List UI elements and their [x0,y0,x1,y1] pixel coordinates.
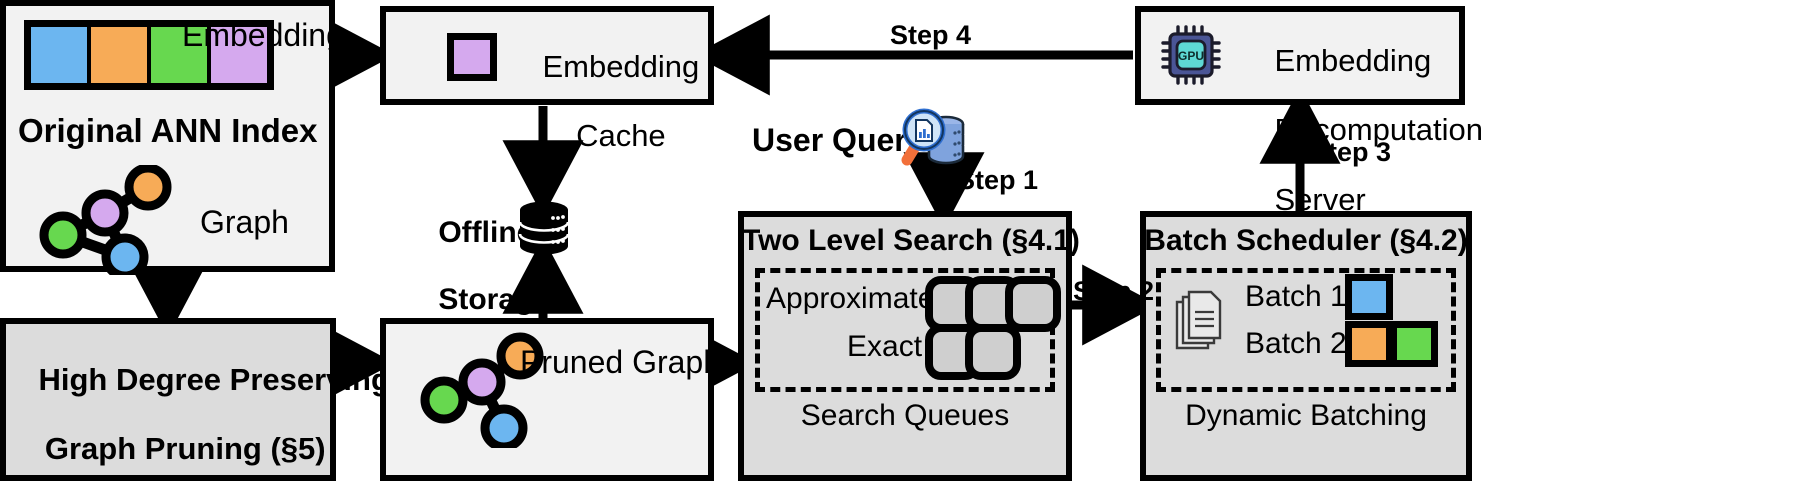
embedding-cell-blue [31,27,87,83]
pruned-graph-icon [420,332,544,448]
embedding-cell-green [147,27,207,83]
search-queues-footer: Search Queues [800,399,1010,432]
recomputation-server-line2: Recomputation [1274,112,1483,148]
dynamic-batching-footer: Dynamic Batching [1185,399,1427,432]
offline-storage-label: Offline Storage [405,182,550,350]
batch-2-swatch-green [1390,321,1438,367]
embedding-cell-purple [207,27,267,83]
graph-pruning-box [0,318,336,481]
user-query-label: User Query [752,122,925,158]
batch-2-swatch-orange [1345,321,1393,367]
dynamic-batching-dashed-region [1156,268,1456,392]
embedding-cache-swatch [447,33,497,81]
batch-1-swatch-blue [1345,274,1393,320]
two-level-search-box [738,211,1072,481]
step-1-label: Step 1 [957,165,1039,195]
pruned-graph-label: Pruned Graph [520,344,722,380]
offline-storage-line1: Offline [438,215,534,249]
original-graph-icon [39,165,172,275]
original-ann-index-title: Original ANN Index [18,112,318,149]
embedding-cache-title-line2: Cache [576,118,666,154]
step-2-label: Step 2 [1073,276,1155,306]
embedding-strip [24,20,274,90]
batch-scheduler-title: Batch Scheduler (§4.2) [1144,224,1468,257]
graph-pruning-line1: High Degree Preserving [38,361,390,397]
magnifier-database-icon [901,108,965,166]
exact-row-label: Exact [847,330,923,363]
graph-pruning-line2: Graph Pruning (§5) [44,431,326,467]
graph-label: Graph [200,204,289,240]
embedding-cell-orange [87,27,147,83]
recomputation-server-line3: Server [1274,181,1366,217]
step-4-label: Step 4 [890,20,972,50]
approximate-slot-3 [1005,276,1061,332]
documents-stack-icon [1175,290,1222,350]
recomputation-server-line1: Embedding [1274,42,1432,78]
gpu-icon-text: GPU [1178,49,1204,63]
embedding-cache-title: Embedding Cache [508,15,699,189]
approximate-row-label: Approximate [766,282,935,315]
recomputation-server-title: Embedding Recomputation Server [1240,9,1483,252]
batch-1-label: Batch 1 [1245,280,1347,313]
embedding-cache-title-line1: Embedding [542,48,700,84]
graph-pruning-title: High Degree Preserving Graph Pruning (§5… [4,328,389,481]
step-3-label: Step 3 [1310,137,1392,167]
gpu-chip-icon: GPU [1161,25,1221,85]
exact-slot-2 [965,324,1021,380]
embedding-label: Embedding [182,17,344,53]
embedding-cache-box [380,6,714,105]
offline-storage-line2: Storage [438,282,551,316]
two-level-search-title: Two Level Search (§4.1) [742,224,1080,257]
database-cylinder-icon [518,201,570,255]
batch-2-label: Batch 2 [1245,327,1347,360]
pruned-graph-box [380,318,714,481]
